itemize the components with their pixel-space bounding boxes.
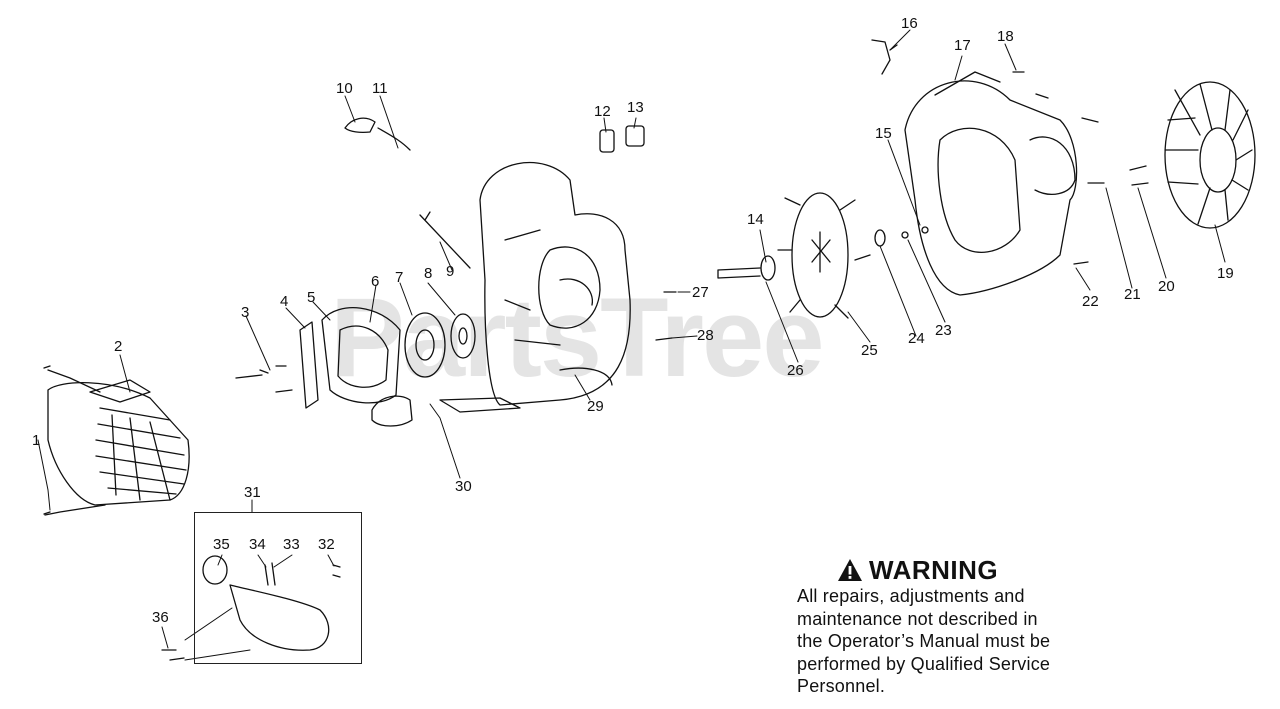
callout-4: 4 bbox=[280, 293, 289, 310]
callout-6: 6 bbox=[371, 273, 380, 290]
callout-17: 17 bbox=[954, 37, 971, 54]
part-caps-12-13 bbox=[599, 125, 645, 153]
warning-header: WARNING bbox=[837, 556, 1097, 584]
warning-notice: WARNING All repairs, adjustments and mai… bbox=[797, 556, 1097, 698]
callout-28: 28 bbox=[697, 327, 714, 344]
part-washer-nut-23-24 bbox=[874, 229, 909, 247]
part-15 bbox=[921, 226, 929, 234]
callout-2: 2 bbox=[114, 338, 123, 355]
callout-1: 1 bbox=[32, 432, 41, 449]
part-grille-guard bbox=[43, 365, 190, 516]
part-blower-volute-17 bbox=[904, 71, 1078, 296]
part-starter-housing bbox=[321, 307, 401, 404]
watermark: PartsTree bbox=[330, 275, 825, 400]
callout-9: 9 bbox=[446, 263, 455, 280]
part-shaft-26 bbox=[717, 255, 776, 281]
callout-13: 13 bbox=[627, 99, 644, 116]
callout-16: 16 bbox=[901, 15, 918, 32]
inset-frame bbox=[194, 512, 362, 664]
part-screws-20-22 bbox=[1073, 165, 1149, 265]
warning-line: performed by Qualified Service bbox=[797, 653, 1051, 674]
callout-30: 30 bbox=[455, 478, 472, 495]
callout-18: 18 bbox=[997, 28, 1014, 45]
warning-line: maintenance not described in bbox=[797, 608, 1038, 629]
callout-20: 20 bbox=[1158, 278, 1175, 295]
callout-34: 34 bbox=[249, 536, 266, 553]
warning-title: WARNING bbox=[869, 555, 999, 585]
part-impeller-25 bbox=[777, 192, 871, 319]
callout-31: 31 bbox=[244, 484, 261, 501]
callout-12: 12 bbox=[594, 103, 611, 120]
callout-5: 5 bbox=[307, 289, 316, 306]
callout-32: 32 bbox=[318, 536, 335, 553]
callout-3: 3 bbox=[241, 304, 250, 321]
warning-line: All repairs, adjustments and bbox=[797, 586, 1025, 606]
part-outlet-grille-19 bbox=[1164, 81, 1256, 229]
callout-33: 33 bbox=[283, 536, 300, 553]
part-screws-27-28 bbox=[655, 291, 677, 341]
callout-11: 11 bbox=[372, 80, 388, 97]
part-screws-36 bbox=[161, 649, 185, 661]
callout-19: 19 bbox=[1217, 265, 1234, 282]
warning-line: Personnel. bbox=[797, 676, 886, 697]
part-main-housing-29 bbox=[371, 161, 631, 427]
callout-15: 15 bbox=[875, 125, 892, 142]
callout-36: 36 bbox=[152, 609, 169, 626]
callout-7: 7 bbox=[395, 269, 404, 286]
callout-10: 10 bbox=[336, 80, 353, 97]
callout-27: 27 bbox=[692, 284, 709, 301]
callout-25: 25 bbox=[861, 342, 878, 359]
part-clip-screws-16-18 bbox=[871, 39, 1099, 123]
callout-23: 23 bbox=[935, 322, 952, 339]
callout-24: 24 bbox=[908, 330, 925, 347]
part-plate-4 bbox=[299, 321, 319, 409]
part-throttle-cable bbox=[344, 117, 471, 269]
leader-lines bbox=[37, 29, 1226, 661]
part-washer-8 bbox=[450, 313, 476, 359]
part-pulley-7 bbox=[404, 312, 446, 378]
warning-triangle-icon bbox=[838, 559, 862, 581]
callout-26: 26 bbox=[787, 362, 804, 379]
callout-21: 21 bbox=[1124, 286, 1141, 303]
warning-line: the Operator’s Manual must be bbox=[797, 631, 1051, 652]
callout-14: 14 bbox=[747, 211, 764, 228]
callout-8: 8 bbox=[424, 265, 433, 282]
part-screws-3 bbox=[235, 365, 293, 393]
callout-35: 35 bbox=[213, 536, 230, 553]
callout-29: 29 bbox=[587, 398, 604, 415]
callout-22: 22 bbox=[1082, 293, 1099, 310]
warning-text: All repairs, adjustments and maintenance… bbox=[797, 585, 1097, 698]
